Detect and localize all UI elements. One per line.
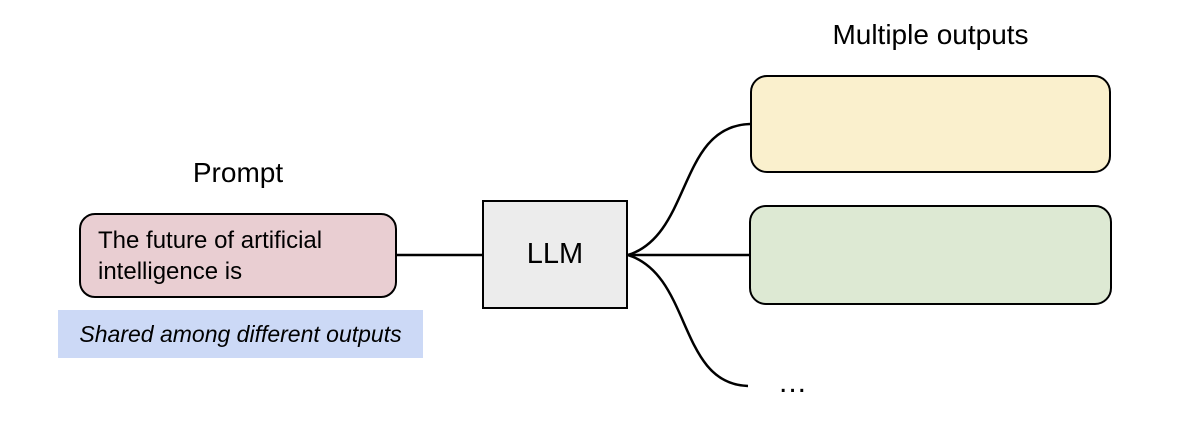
output-box-1 bbox=[750, 75, 1111, 173]
llm-label: LLM bbox=[526, 238, 584, 270]
connector-llm-to-more-outputs bbox=[627, 253, 749, 388]
more-outputs-ellipsis: ... bbox=[778, 366, 807, 399]
connector-llm-to-output-1 bbox=[627, 122, 751, 257]
prompt-box: The future of artificial intelligence is bbox=[79, 213, 397, 298]
llm-box: LLM bbox=[482, 200, 628, 309]
outputs-title: Multiple outputs bbox=[832, 19, 1029, 50]
prompt-text: The future of artificial intelligence is bbox=[98, 226, 323, 285]
output-box-2 bbox=[749, 205, 1112, 305]
shared-note: Shared among different outputs bbox=[58, 310, 423, 358]
prompt-title: Prompt bbox=[192, 157, 284, 188]
